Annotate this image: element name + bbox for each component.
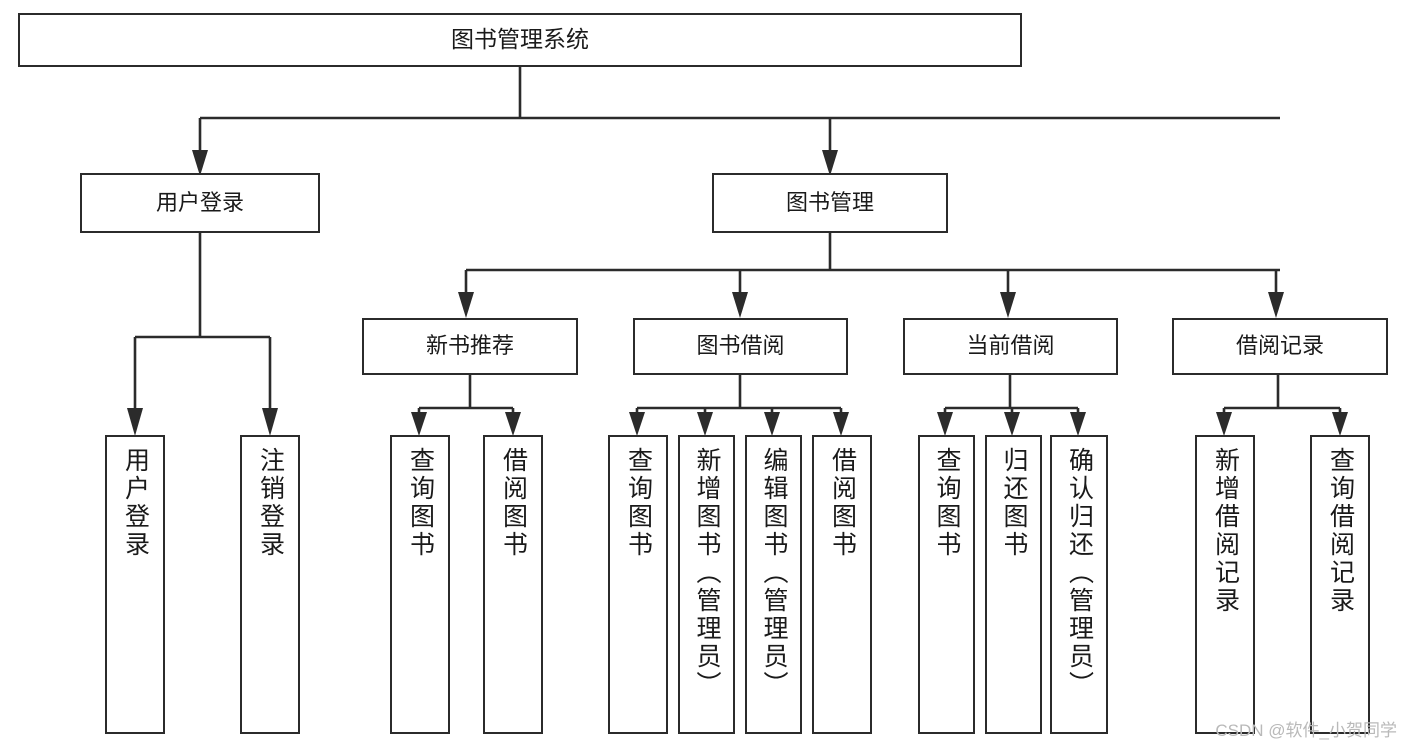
node-book-management[interactable]: 图书管理 [712, 173, 948, 233]
node-label: 归还图书 [1000, 447, 1028, 559]
leaf-return-books[interactable]: 归还图书 [985, 435, 1042, 734]
leaf-edit-book-admin[interactable]: 编辑图书（管理员） [745, 435, 802, 734]
node-label: 注销登录 [256, 447, 285, 559]
node-label: 查询图书 [624, 447, 653, 559]
watermark: CSDN @软件_小贺同学 [1215, 721, 1397, 740]
leaf-borrow-books-rec[interactable]: 借阅图书 [483, 435, 543, 734]
leaf-add-borrow-record[interactable]: 新增借阅记录 [1195, 435, 1255, 734]
node-root-book-management-system[interactable]: 图书管理系统 [18, 13, 1022, 67]
node-label: 用户登录 [121, 447, 150, 559]
leaf-borrow-books-borrow[interactable]: 借阅图书 [812, 435, 872, 734]
node-current-borrowing[interactable]: 当前借阅 [903, 318, 1118, 375]
node-user-login[interactable]: 用户登录 [80, 173, 320, 233]
node-book-borrowing[interactable]: 图书借阅 [633, 318, 848, 375]
node-label: 新增借阅记录 [1211, 447, 1240, 615]
leaf-logout[interactable]: 注销登录 [240, 435, 300, 734]
node-new-book-recommendation[interactable]: 新书推荐 [362, 318, 578, 375]
leaf-confirm-return-admin[interactable]: 确认归还（管理员） [1050, 435, 1108, 734]
node-label: 确认归还（管理员） [1065, 447, 1094, 699]
leaf-query-books-current[interactable]: 查询图书 [918, 435, 975, 734]
leaf-query-borrow-record[interactable]: 查询借阅记录 [1310, 435, 1370, 734]
node-label: 当前借阅 [966, 333, 1055, 359]
node-label: 图书借阅 [696, 333, 785, 359]
node-label: 借阅记录 [1235, 333, 1324, 359]
node-borrowing-records[interactable]: 借阅记录 [1172, 318, 1388, 375]
leaf-add-book-admin[interactable]: 新增图书（管理员） [678, 435, 735, 734]
leaf-query-books-borrow[interactable]: 查询图书 [608, 435, 668, 734]
node-label: 图书管理系统 [451, 26, 589, 53]
node-label: 图书管理 [785, 189, 874, 215]
node-label: 新增图书（管理员） [693, 447, 721, 699]
node-label: 新书推荐 [425, 333, 514, 359]
node-label: 借阅图书 [499, 447, 528, 559]
leaf-query-books-rec[interactable]: 查询图书 [390, 435, 450, 734]
leaf-user-login[interactable]: 用户登录 [105, 435, 165, 734]
node-label: 用户登录 [155, 189, 244, 215]
node-label: 查询借阅记录 [1326, 447, 1355, 615]
node-label: 查询图书 [933, 447, 961, 559]
node-label: 编辑图书（管理员） [760, 447, 788, 699]
node-label: 借阅图书 [828, 447, 857, 559]
node-label: 查询图书 [406, 447, 435, 559]
